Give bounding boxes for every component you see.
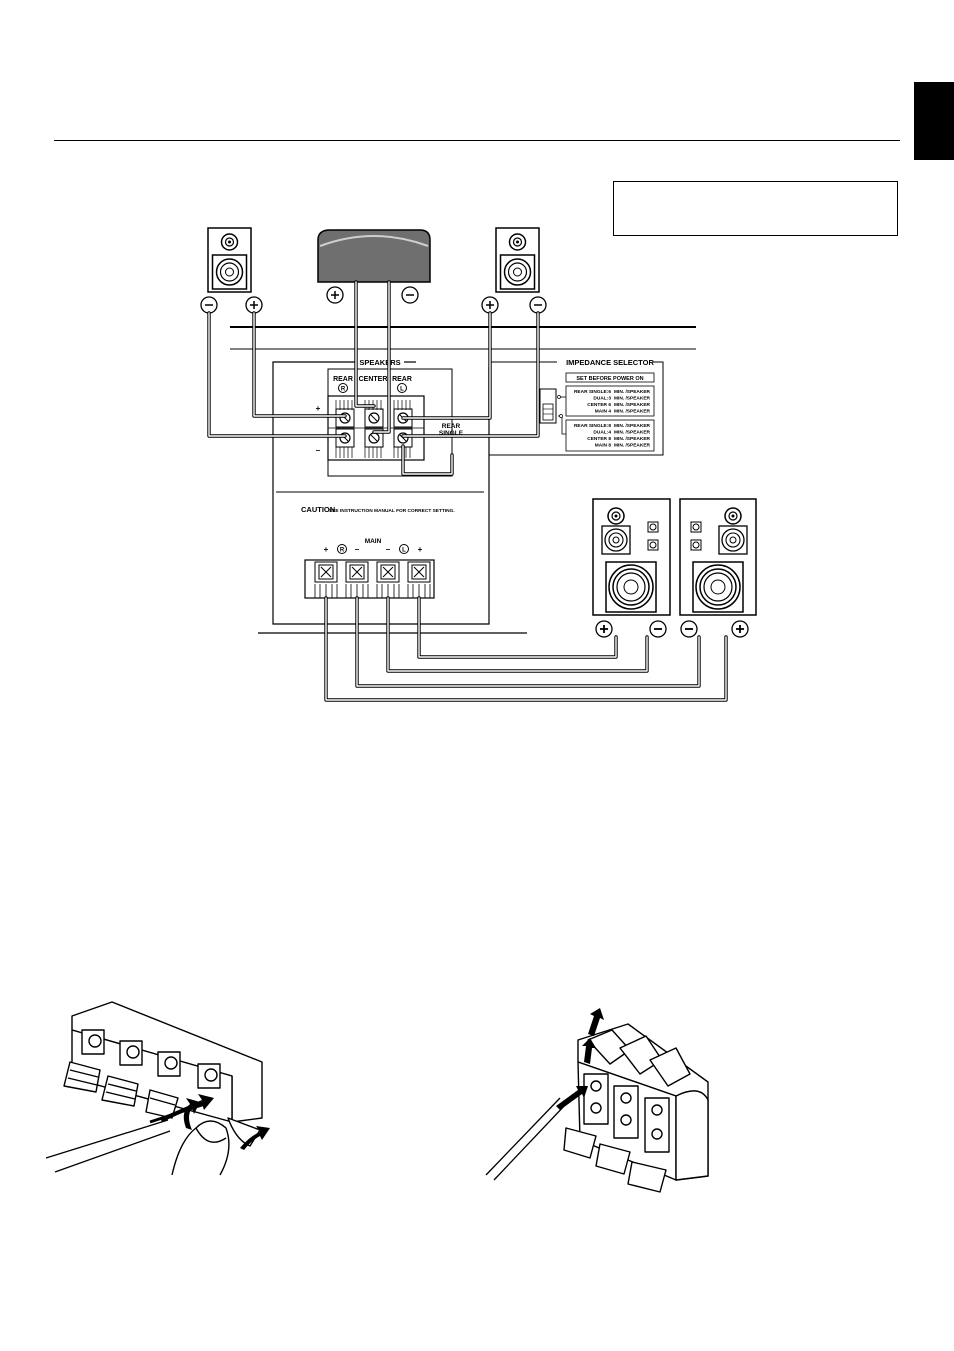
rear-speaker-left-plus-icon [481, 296, 499, 314]
impedance-switch[interactable] [539, 388, 566, 435]
rear-l-label: REAR [392, 376, 412, 383]
set-before-label: SET BEFORE POWER ON [576, 376, 643, 382]
svg-text:L: L [402, 548, 406, 554]
impedance-lower-row-value: MIN. /SPEAKER [614, 430, 651, 436]
main-l-plus: + [418, 545, 423, 554]
front-speaker-left-plus-icon [731, 620, 749, 638]
center-speaker-plus-icon [326, 286, 344, 304]
center-label: CENTER [359, 376, 388, 383]
caution-word: CAUTION [301, 505, 335, 514]
impedance-upper-row-value: MIN. /SPEAKER [614, 389, 651, 395]
speaker-terminal-block [327, 395, 425, 461]
caution-text: SEE INSTRUCTION MANUAL FOR CORRECT SETTI… [329, 508, 455, 514]
impedance-upper-box [565, 385, 655, 417]
impedance-upper-row-value: MIN. /SPEAKER [614, 409, 651, 415]
rear-single-label: REAR [442, 423, 461, 430]
rear-single-label: SINGLE [439, 430, 464, 437]
impedance-selector-title: IMPEDANCE SELECTOR [566, 358, 654, 367]
set-before-box [565, 372, 655, 383]
svg-text:R: R [340, 548, 345, 554]
impedance-lower-row: DUAL:4 [593, 430, 611, 436]
lever-terminal-illustration [63, 1001, 263, 1147]
rear-speaker-left-minus-icon [529, 296, 547, 314]
svg-text:R: R [341, 387, 346, 393]
minus-label: – [316, 446, 321, 455]
speaker-cables [207, 280, 728, 702]
rear-l-symbol: L [397, 383, 407, 393]
front-speaker-left [679, 498, 757, 616]
impedance-selector-frame [488, 361, 664, 456]
main-label: MAIN [365, 538, 382, 545]
center-speaker-minus-icon [401, 286, 419, 304]
push-terminal-illustration [563, 1023, 709, 1193]
note-box [613, 181, 898, 236]
rear-r-symbol: R [338, 383, 348, 393]
front-speaker-right [592, 498, 671, 616]
rear-speaker-right [207, 227, 252, 293]
impedance-upper-row: DUAL:3 [593, 396, 611, 402]
impedance-upper-row: MAIN 4 [595, 409, 612, 415]
center-speaker [317, 229, 431, 283]
rear-speaker-left [495, 227, 540, 293]
wire-illustration [485, 1097, 567, 1181]
impedance-lower-row: REAR SINGLE:8 [574, 423, 611, 429]
impedance-upper-row: REAR SINGLE:6 [574, 389, 611, 395]
main-r-symbol: R [337, 544, 347, 554]
main-terminal-block [304, 559, 435, 599]
header-rule [54, 140, 900, 141]
svg-text:L: L [400, 387, 404, 393]
front-speaker-right-plus-icon [595, 620, 613, 638]
impedance-lower-row-value: MIN. /SPEAKER [614, 443, 651, 449]
impedance-upper-row: CENTER 6 [587, 402, 611, 408]
impedance-lower-box [565, 419, 655, 452]
impedance-upper-row-value: MIN. /SPEAKER [614, 402, 651, 408]
main-r-minus: – [355, 545, 360, 554]
impedance-upper-row-value: MIN. /SPEAKER [614, 396, 651, 402]
main-l-symbol: L [399, 544, 409, 554]
arrow-icon [160, 1094, 270, 1150]
main-l-minus: – [386, 545, 391, 554]
rear-speaker-right-plus-icon [245, 296, 263, 314]
plus-label: + [316, 404, 321, 413]
rear-speaker-right-minus-icon [200, 296, 218, 314]
main-r-plus: + [324, 545, 329, 554]
front-speaker-left-minus-icon [680, 620, 698, 638]
speakers-label: SPEAKERS [359, 358, 400, 367]
impedance-lower-row: MAIN 8 [595, 443, 612, 449]
impedance-lower-row-value: MIN. /SPEAKER [614, 436, 651, 442]
front-speaker-right-minus-icon [649, 620, 667, 638]
impedance-lower-row: CENTER 8 [587, 436, 611, 442]
rear-panel [258, 361, 527, 634]
rear-r-label: REAR [333, 376, 353, 383]
finger-illustration [171, 1120, 230, 1176]
arrow-icon [556, 1008, 604, 1110]
impedance-lower-row-value: MIN. /SPEAKER [614, 423, 651, 429]
language-tab [914, 82, 954, 160]
